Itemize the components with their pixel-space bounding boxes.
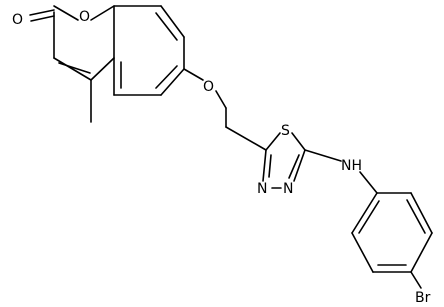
- amine-label: NH: [341, 158, 362, 174]
- ring-oxygen-label: O: [79, 9, 90, 25]
- bond: [262, 149, 267, 182]
- bond: [58, 62, 91, 74]
- bond: [288, 154, 300, 179]
- bromine-bond: [410, 271, 422, 289]
- bond: [155, 12, 178, 41]
- bond: [351, 192, 378, 234]
- coumarin-pyranone-ring: [53, 5, 115, 81]
- ether-linkage: [183, 68, 267, 151]
- bond: [160, 5, 185, 38]
- bond: [90, 5, 115, 21]
- bond: [160, 68, 185, 96]
- thiadiazole-n2-label: N: [257, 181, 267, 197]
- amine-linker: [304, 149, 378, 194]
- bond: [53, 57, 92, 81]
- bond: [410, 192, 433, 234]
- thiadiazole-ring: [262, 132, 306, 189]
- bond: [265, 132, 281, 151]
- thiadiazole-n1-label: N: [283, 181, 293, 197]
- bond: [406, 199, 426, 234]
- bond: [29, 9, 55, 16]
- coumarin-benzene-ring: [113, 5, 185, 96]
- bromine-label: Br: [415, 290, 431, 306]
- bond: [53, 5, 79, 21]
- bond: [293, 149, 306, 182]
- bond: [304, 149, 342, 162]
- bond: [291, 132, 306, 151]
- bond: [155, 65, 178, 89]
- bond: [30, 15, 55, 22]
- bond: [268, 154, 272, 178]
- carbonyl-oxygen-label: O: [12, 12, 23, 28]
- bond: [225, 126, 267, 151]
- carbonyl-group: [29, 9, 55, 22]
- ether-oxygen-label: O: [203, 79, 214, 95]
- thiadiazole-sulfur-label: S: [281, 123, 290, 139]
- bond: [358, 200, 380, 234]
- bond: [183, 68, 204, 81]
- bond: [351, 232, 374, 273]
- bromophenyl-ring: [351, 192, 433, 273]
- bond: [90, 57, 115, 81]
- bond: [359, 171, 378, 194]
- bond: [410, 232, 433, 273]
- bond: [215, 90, 227, 109]
